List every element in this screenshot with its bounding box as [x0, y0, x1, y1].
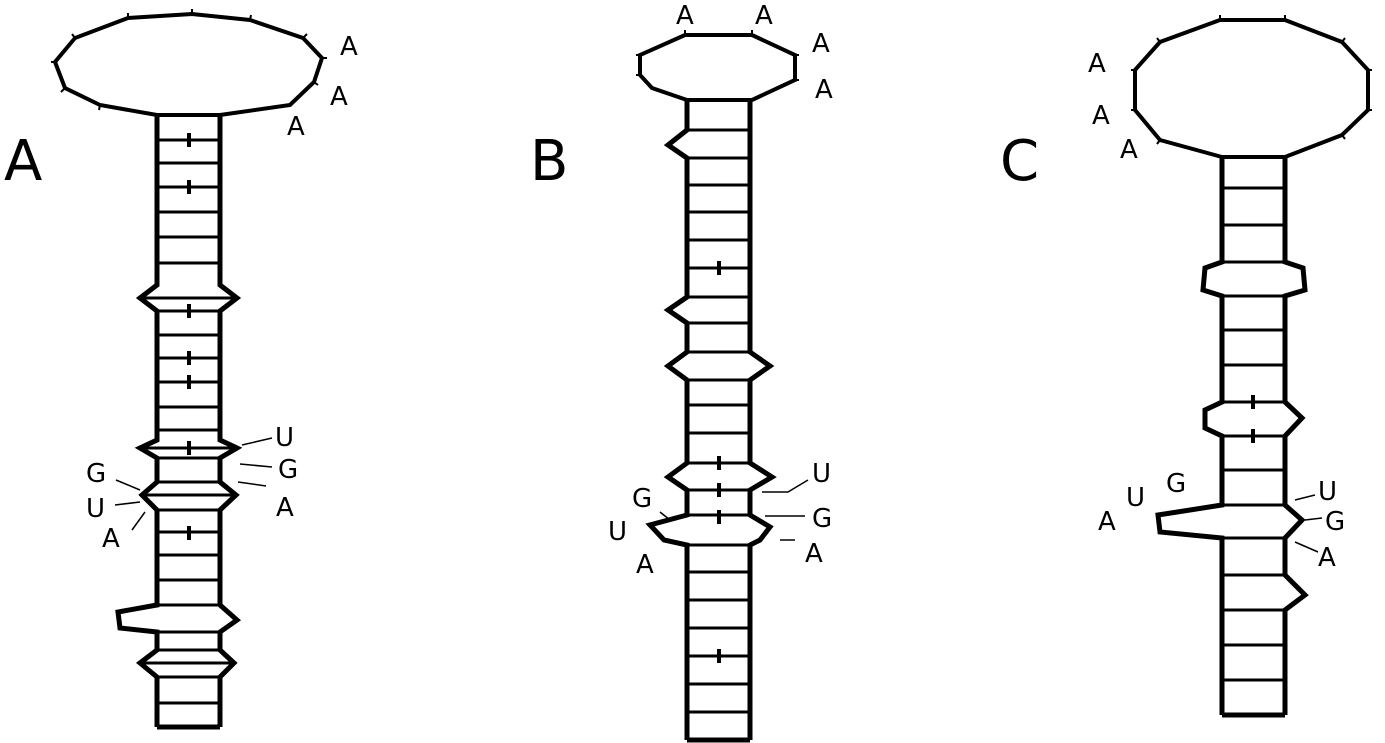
stem-left-strand-a: [115, 115, 160, 727]
stem-left-strand-b: [645, 100, 690, 740]
motif-nt-a-a-right: A: [276, 493, 294, 523]
motif-nt-b-g-left: G: [632, 484, 652, 514]
motif-nt-b-u-right: U: [812, 459, 831, 489]
loop-nt-c-2: A: [1092, 101, 1110, 131]
loop-ticks-c: [1131, 15, 1372, 145]
loop-nt-a-1: A: [340, 32, 358, 62]
stem-right-strand-b: [747, 100, 777, 740]
motif-nt-c-g-left: G: [1166, 469, 1186, 499]
loop-nt-a-2: A: [330, 82, 348, 112]
motif-nt-b-g-right: G: [812, 504, 832, 534]
stem-right-strand-a: [217, 115, 243, 727]
motif-nt-a-u-right: U: [275, 423, 294, 453]
loop-nt-b-3: A: [812, 29, 830, 59]
loop-ticks-b: [636, 30, 799, 81]
loop-nt-c-3: A: [1120, 135, 1138, 165]
motif-leaders-b: [659, 479, 809, 541]
motif-nt-a-u-left: U: [86, 494, 105, 524]
stem-right-strand-c: [1282, 157, 1309, 715]
loop-nt-b-4: A: [815, 75, 833, 105]
stem-left-strand-c: [1155, 157, 1225, 715]
loop-nt-c-1: A: [1088, 49, 1106, 79]
motif-nt-c-a-left: A: [1098, 507, 1116, 537]
motif-nt-c-u-left: U: [1126, 483, 1145, 513]
motif-nt-b-a-right: A: [805, 539, 823, 569]
motif-leaders-c: [1294, 494, 1323, 553]
panel-label-c: C: [1000, 129, 1039, 194]
motif-nucleotides-a: U G A G U A: [86, 423, 298, 554]
hairpin-b: B: [530, 1, 833, 743]
motif-nt-a-g-left: G: [86, 459, 106, 489]
motif-nt-a-a-left: A: [102, 524, 120, 554]
motif-nt-c-a-right: A: [1318, 543, 1336, 573]
motif-nt-a-g-right: G: [278, 455, 298, 485]
motif-nt-c-u-right: U: [1318, 477, 1337, 507]
panel-label-b: B: [530, 129, 568, 194]
loop-nucleotides-a: A A A: [287, 32, 358, 142]
base-pair-rungs-b: [687, 128, 750, 714]
apical-loop-c: [1133, 18, 1370, 159]
motif-nt-b-a-left: A: [636, 550, 654, 580]
apical-loop-b: [638, 33, 797, 102]
hairpin-a: A: [4, 9, 358, 730]
loop-nucleotides-b: A A A A: [676, 1, 833, 105]
motif-nucleotides-c: U G A G U A: [1098, 469, 1345, 573]
loop-nt-b-1: A: [676, 1, 694, 31]
hairpin-c: C: [1000, 15, 1372, 718]
loop-nt-a-3: A: [287, 112, 305, 142]
motif-nt-c-g-right: G: [1325, 507, 1345, 537]
panel-label-a: A: [4, 129, 42, 194]
loop-nt-b-2: A: [755, 1, 773, 31]
loop-nucleotides-c: A A A: [1088, 49, 1138, 165]
motif-nucleotides-b: U G A G U A: [608, 459, 832, 580]
apical-loop-a: [52, 11, 325, 117]
motif-nt-b-u-left: U: [608, 517, 627, 547]
loop-ticks-a: [51, 9, 327, 111]
motif-leaders-a: [114, 437, 273, 531]
